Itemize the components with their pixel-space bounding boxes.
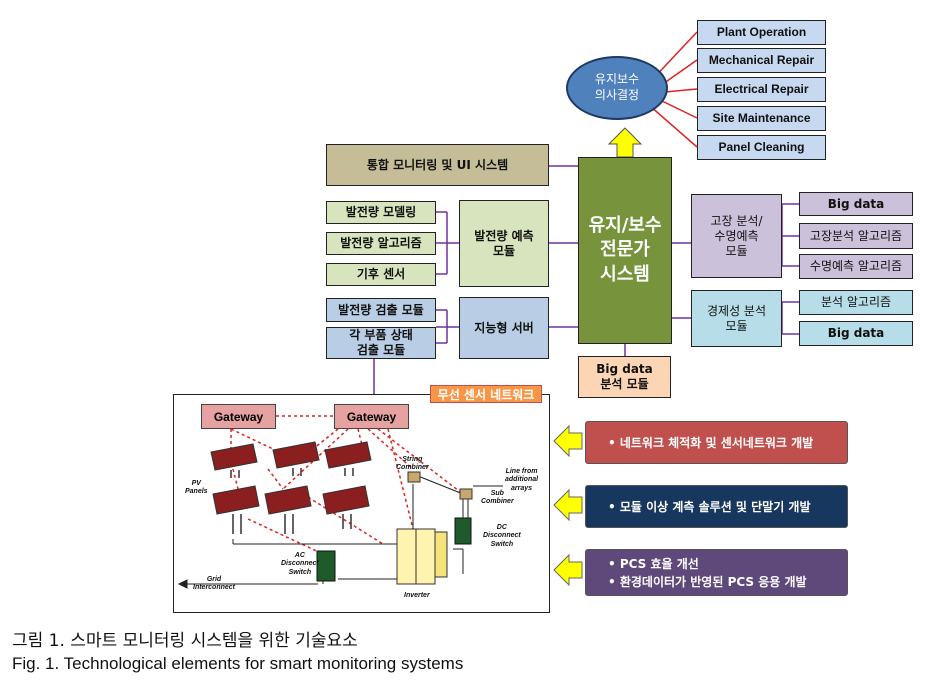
forecast-input-algorithm: 발전량 알고리즘 bbox=[326, 232, 436, 255]
tech-banner-pcs-line-2: • 환경데이터가 반영된 PCS 응용 개발 bbox=[608, 574, 807, 589]
tech-banner-pcs-line-1: • PCS 효율 개선 bbox=[608, 556, 699, 571]
economic-analysis-algorithm: 분석 알고리즘 bbox=[799, 290, 913, 315]
economic-analysis-module: 경제성 분석 모듈 bbox=[691, 290, 782, 347]
pv-system-drawing bbox=[177, 415, 503, 589]
sub-combiner-label: Sub Combiner bbox=[481, 490, 514, 506]
fault-big-data: Big data bbox=[799, 192, 913, 216]
gateway-left: Gateway bbox=[201, 404, 276, 429]
tech-banner-pcs: • PCS 효율 개선 • 환경데이터가 반영된 PCS 응용 개발 bbox=[585, 549, 848, 596]
forecast-input-climate-sensor: 기후 센서 bbox=[326, 263, 436, 286]
figure-caption-english: Fig. 1. Technological elements for smart… bbox=[12, 654, 464, 673]
left-arrow-icon bbox=[553, 553, 583, 587]
left-arrow-icon bbox=[553, 424, 583, 458]
detection-power-module: 발전량 검출 모듈 bbox=[326, 298, 436, 322]
fault-analysis-algorithm: 고장분석 알고리즘 bbox=[799, 223, 913, 249]
line-from-arrays-label: Line from additional arrays bbox=[505, 468, 539, 492]
fault-analysis-module: 고장 분석/ 수명예측 모듈 bbox=[691, 194, 782, 278]
maintenance-mechanical-repair: Mechanical Repair bbox=[697, 48, 826, 73]
maintenance-plant-operation: Plant Operation bbox=[697, 20, 826, 45]
grid-interconnect-label: Grid Interconnect bbox=[193, 576, 236, 592]
inverter-label: Inverter bbox=[404, 592, 430, 599]
figure-caption-korean: 그림 1. 스마트 모니터링 시스템을 위한 기술요소 bbox=[12, 631, 358, 651]
dc-switch-label: DC Disconnect Switch bbox=[483, 524, 521, 548]
tech-banner-network-line: • 네트워크 체적화 및 센서네트워크 개발 bbox=[608, 435, 814, 450]
maintenance-electrical-repair: Electrical Repair bbox=[697, 77, 826, 102]
maintenance-site-maintenance: Site Maintenance bbox=[697, 106, 826, 131]
life-prediction-algorithm: 수명예측 알고리즘 bbox=[799, 254, 913, 279]
maintenance-decision-ellipse: 유지보수 의사결정 bbox=[566, 56, 668, 120]
expert-system-box: 유지/보수 전문가 시스템 bbox=[578, 157, 672, 344]
up-arrow-icon bbox=[607, 127, 643, 158]
tech-banner-module-line: • 모듈 이상 계측 솔루션 및 단말기 개발 bbox=[608, 499, 811, 514]
ac-switch-label: AC Disconnect Switch bbox=[281, 552, 319, 576]
string-combiner-label: String Combiner bbox=[396, 456, 429, 472]
maintenance-panel-cleaning: Panel Cleaning bbox=[697, 135, 826, 160]
detection-component-module: 각 부품 상태 검출 모듈 bbox=[326, 327, 436, 359]
economic-big-data: Big data bbox=[799, 321, 913, 346]
intelligent-server: 지능형 서버 bbox=[459, 297, 549, 359]
forecast-module: 발전량 예측 모듈 bbox=[459, 200, 549, 287]
sensor-network-title: 무선 센서 네트워크 bbox=[430, 385, 542, 403]
forecast-input-modeling: 발전량 모델링 bbox=[326, 201, 436, 224]
tech-banner-module: • 모듈 이상 계측 솔루션 및 단말기 개발 bbox=[585, 485, 848, 528]
tech-banner-network: • 네트워크 체적화 및 센서네트워크 개발 bbox=[585, 421, 848, 464]
bigdata-analysis-module: Big data 분석 모듈 bbox=[578, 356, 671, 398]
pv-panels-label: PV Panels bbox=[185, 480, 208, 496]
gateway-right: Gateway bbox=[334, 404, 409, 429]
integrated-monitoring-ui-box: 통합 모니터링 및 UI 시스템 bbox=[326, 144, 549, 186]
left-arrow-icon bbox=[553, 488, 583, 522]
